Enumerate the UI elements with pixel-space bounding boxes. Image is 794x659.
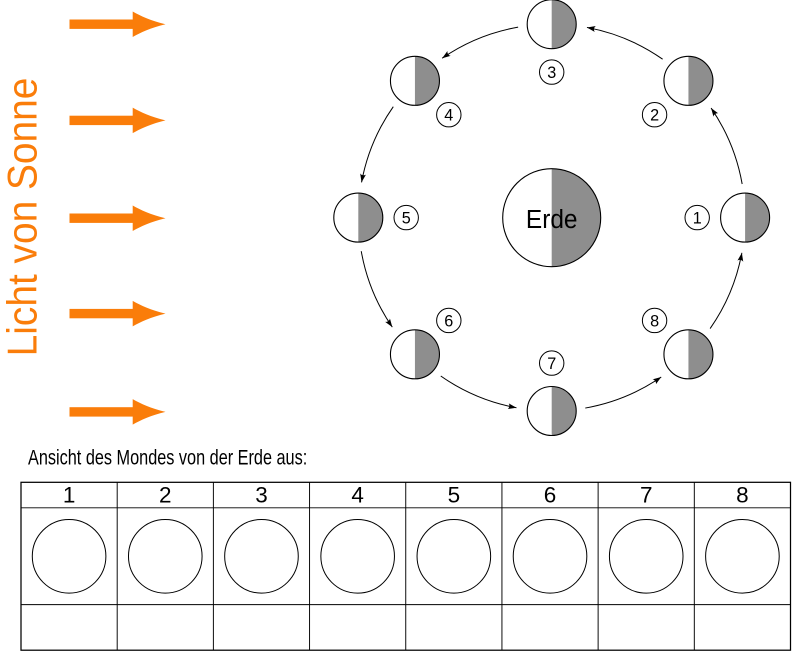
svg-text:1: 1 — [693, 209, 702, 227]
svg-text:2: 2 — [159, 483, 172, 508]
svg-text:3: 3 — [547, 64, 556, 82]
svg-text:7: 7 — [547, 355, 556, 373]
svg-text:5: 5 — [402, 209, 411, 227]
svg-text:8: 8 — [736, 483, 749, 508]
svg-text:7: 7 — [640, 483, 653, 508]
svg-text:Ansicht des Mondes von der Erd: Ansicht des Mondes von der Erde aus: — [28, 447, 307, 471]
svg-text:2: 2 — [650, 107, 659, 125]
svg-text:6: 6 — [544, 483, 557, 508]
svg-text:Licht von Sonne: Licht von Sonne — [0, 78, 46, 357]
svg-text:6: 6 — [444, 312, 453, 330]
svg-text:5: 5 — [448, 483, 461, 508]
svg-text:4: 4 — [444, 107, 453, 125]
svg-text:8: 8 — [650, 312, 659, 330]
svg-text:1: 1 — [63, 483, 76, 508]
svg-text:Erde: Erde — [526, 206, 578, 235]
svg-text:3: 3 — [255, 483, 268, 508]
svg-text:4: 4 — [351, 483, 364, 508]
